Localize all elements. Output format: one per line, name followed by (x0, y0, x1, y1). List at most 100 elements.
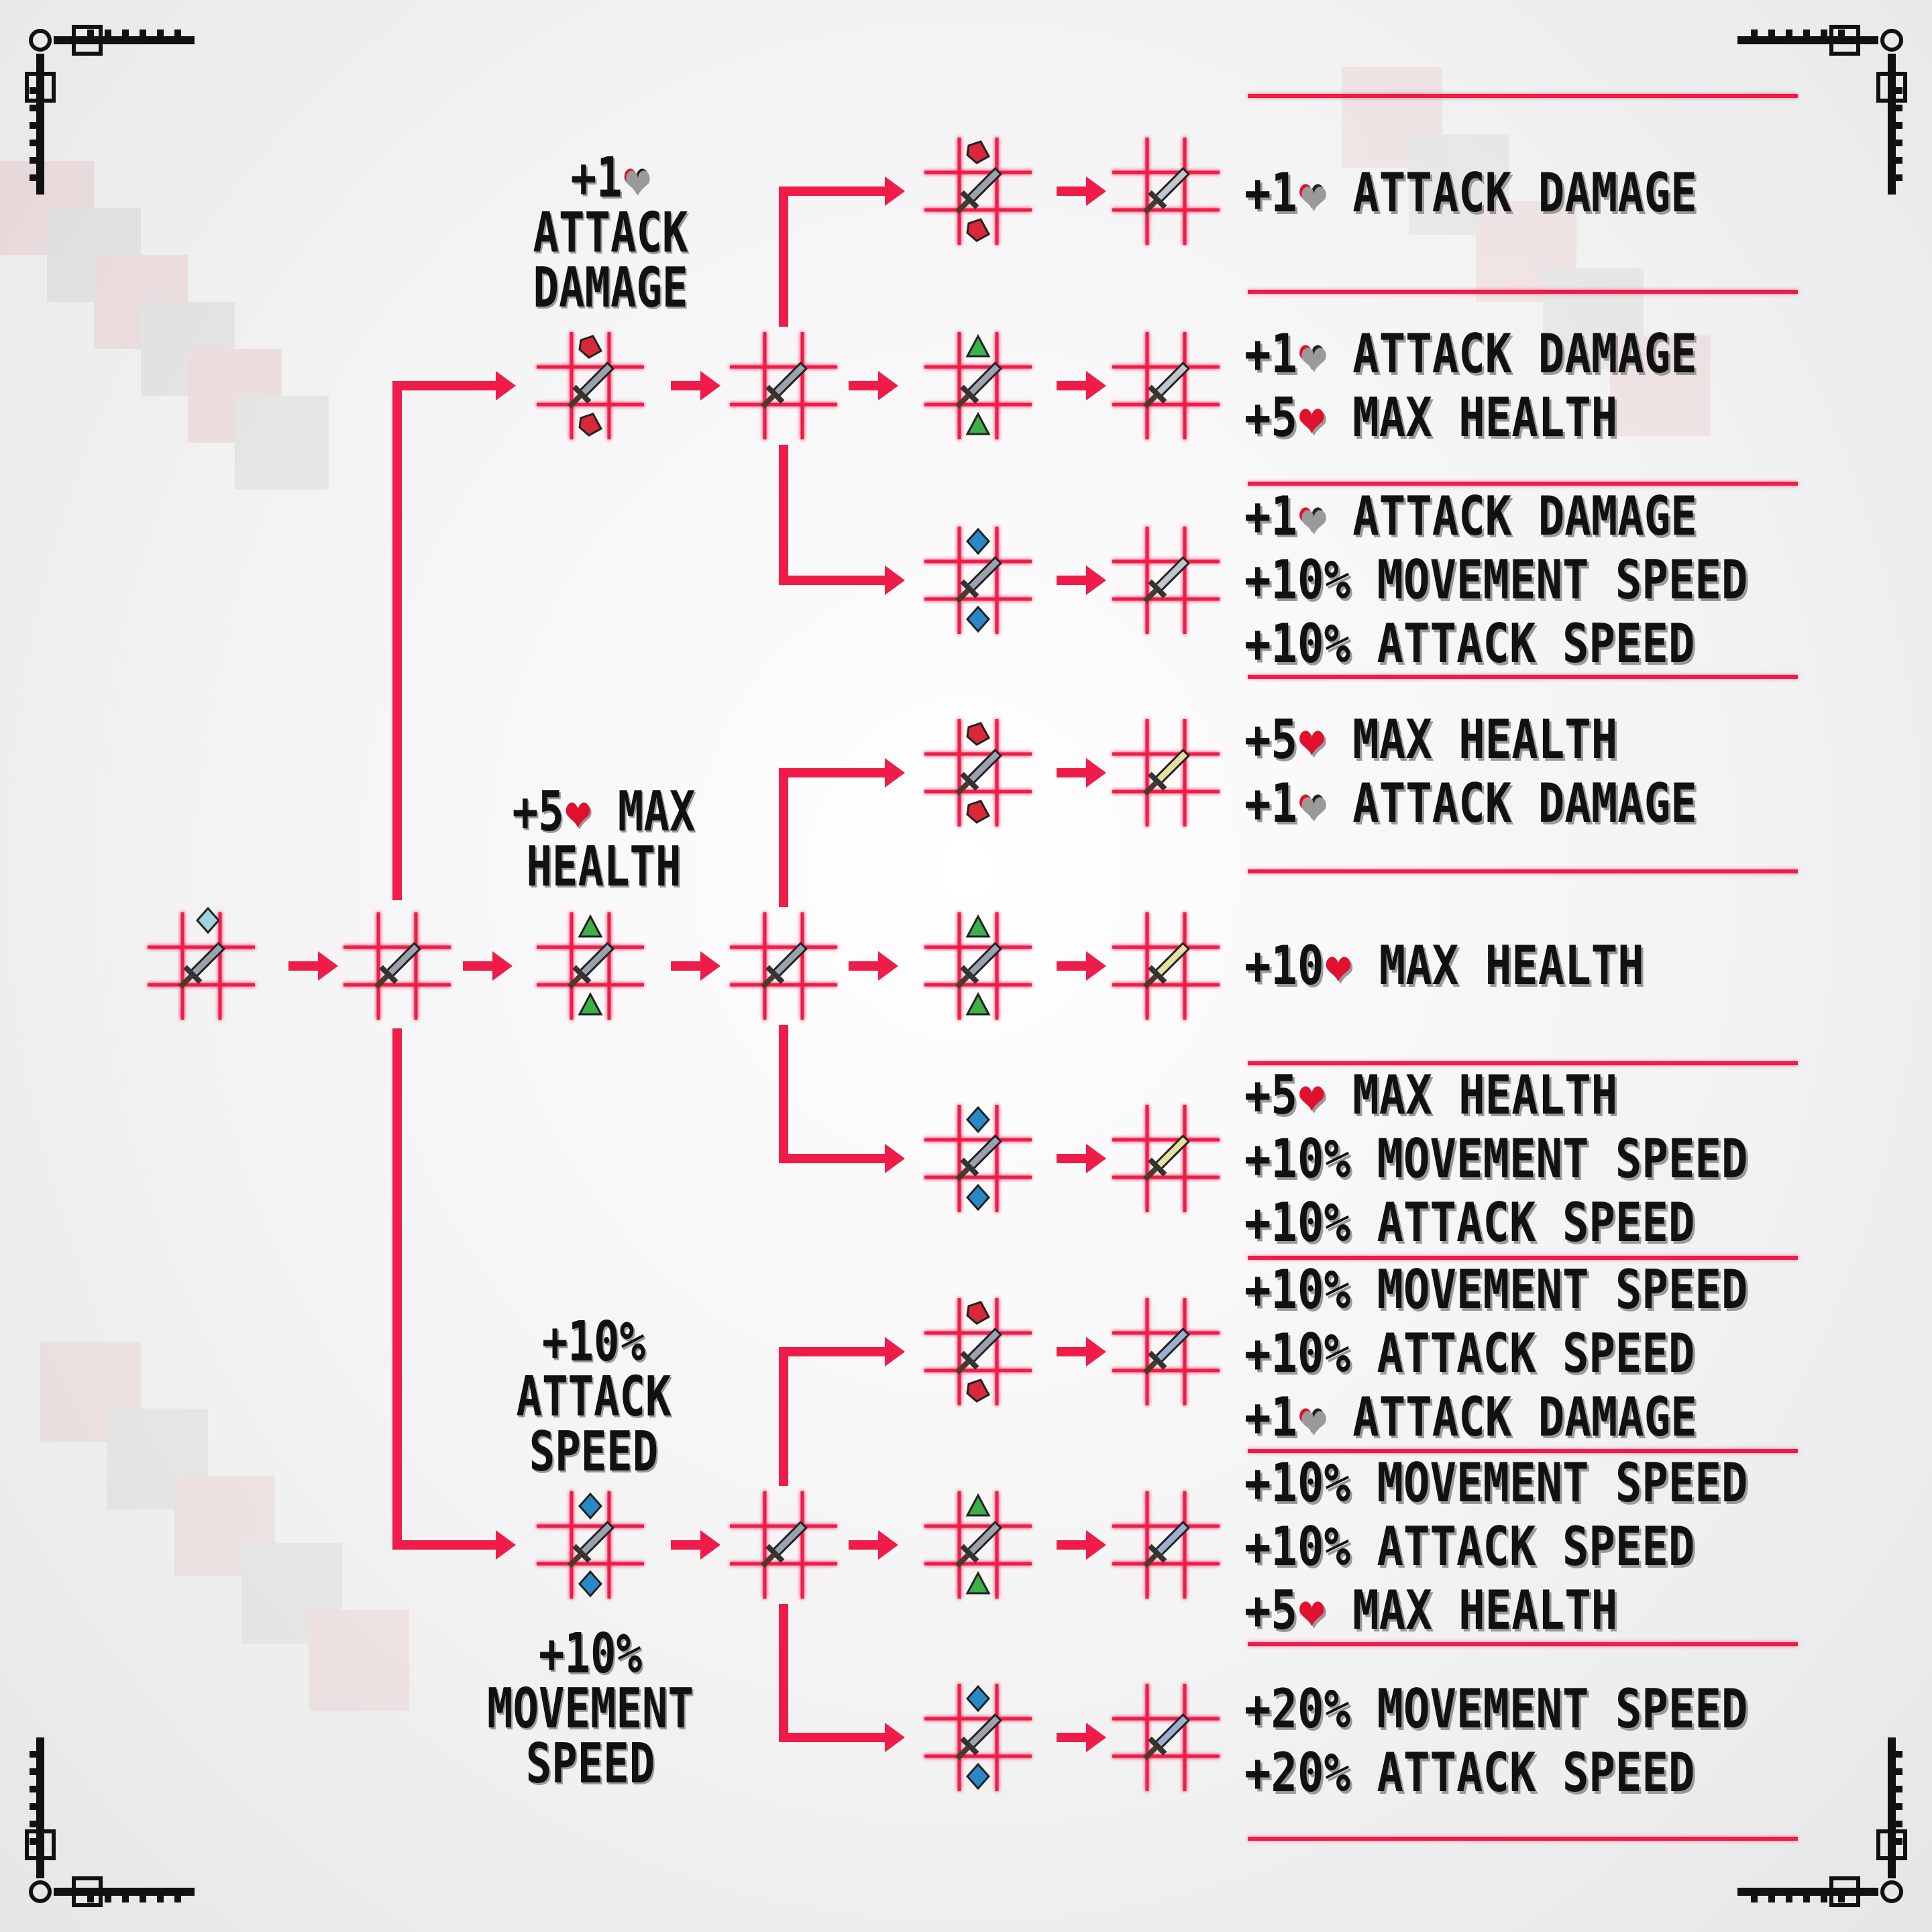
corner-dot (30, 1768, 36, 1775)
arrow-icon (885, 176, 905, 206)
arrow-icon (1086, 1337, 1106, 1366)
background-tile (309, 1610, 409, 1711)
sword-guard (960, 1544, 979, 1563)
heart-icon: ❤ (1298, 322, 1326, 385)
blue-gem-icon (965, 605, 991, 633)
sword-guard (960, 190, 979, 209)
crafting-grid (1112, 138, 1220, 245)
corner-dot (157, 1896, 164, 1902)
arrow-icon (878, 1530, 898, 1560)
background-tile (1342, 67, 1442, 168)
arrow-icon (700, 1530, 720, 1560)
heart-icon: ❤ (1298, 484, 1326, 547)
corner-knot (1829, 25, 1860, 56)
arrow-icon (878, 371, 898, 400)
sword-icon (1143, 361, 1191, 409)
result-block: +1❤ ATTACK DAMAGE +10% MOVEMENT SPEED +1… (1244, 484, 1748, 675)
result-divider (1248, 482, 1798, 486)
arrow-icon (885, 566, 905, 595)
corner-dot (1896, 1768, 1902, 1775)
sword-grip (1143, 1746, 1158, 1760)
arrow-icon (1086, 1723, 1106, 1752)
corner-bar (36, 1737, 44, 1878)
red-gem-icon (966, 218, 991, 242)
sword-grip (568, 974, 582, 989)
corner-dot (1896, 87, 1902, 94)
arrow-icon (885, 1337, 905, 1366)
green-gem-icon (965, 411, 991, 435)
corner-dot (122, 1896, 129, 1902)
sword-icon (568, 361, 615, 409)
arrow-icon (496, 371, 516, 400)
corner-knot (25, 1829, 56, 1860)
red-gem-icon (966, 800, 991, 824)
background-tile (107, 1409, 208, 1509)
sword-icon (955, 1520, 1003, 1568)
corner-bar (1888, 1737, 1896, 1878)
background-tile (1409, 134, 1509, 235)
sword-icon (761, 941, 808, 989)
green-gem-icon (965, 991, 991, 1016)
corner-dot (1821, 1896, 1827, 1902)
crafting-grid (924, 1491, 1032, 1599)
heart-icon: ❤ (1298, 708, 1326, 771)
sword-grip (178, 974, 193, 989)
corner-dot (1896, 140, 1902, 146)
corner-dot (1896, 105, 1902, 111)
sword-grip (761, 974, 775, 989)
background-tile (0, 161, 94, 255)
corner-ring (1880, 1880, 1903, 1903)
corner-knot (1876, 1829, 1907, 1860)
crafting-grid (1112, 1491, 1220, 1599)
arrow-icon (1086, 566, 1106, 595)
sword-icon (955, 1134, 1003, 1181)
arrow-icon (885, 1144, 905, 1173)
crafting-grid (730, 912, 837, 1020)
corner-dot (122, 30, 129, 36)
corner-dot (1896, 122, 1902, 129)
sword-icon (1143, 555, 1191, 603)
background-tile (47, 208, 141, 302)
corner-ornament (1737, 25, 1907, 195)
corner-dot (1838, 1896, 1845, 1902)
result-block: +10❤ MAX HEALTH (1244, 934, 1644, 997)
corner-ornament (1737, 1737, 1907, 1907)
result-divider (1248, 1449, 1798, 1453)
red-gem-icon (966, 140, 991, 164)
result-block: +1❤ ATTACK DAMAGE +5❤ MAX HEALTH (1244, 322, 1697, 449)
sword-guard (1148, 579, 1167, 598)
corner-dot (1786, 1896, 1792, 1902)
result-block: +10% MOVEMENT SPEED +10% ATTACK SPEED +5… (1244, 1451, 1748, 1642)
sword-guard (960, 1736, 979, 1756)
sword-grip (374, 974, 389, 989)
red-gem-icon (966, 1379, 991, 1403)
crafting-grid (1112, 527, 1220, 634)
background-tile (141, 302, 235, 396)
result-divider (1248, 290, 1798, 294)
corner-dot (87, 1896, 94, 1902)
heart-icon: ❤ (1298, 1385, 1326, 1448)
sword-icon (568, 941, 615, 989)
background-tile (241, 1543, 342, 1644)
sword-icon (178, 941, 226, 989)
green-gem-icon (578, 991, 603, 1016)
sword-guard (765, 965, 785, 984)
result-divider (1248, 1061, 1798, 1065)
crafting-grid (537, 912, 644, 1020)
arrow-icon (1086, 371, 1106, 400)
sword-icon (1143, 941, 1191, 989)
crafting-grid (1112, 1298, 1220, 1405)
corner-dot (1896, 1786, 1902, 1792)
blue-gem-icon (965, 1684, 991, 1713)
arrow-icon (496, 1530, 516, 1560)
crafting-grid (730, 332, 837, 439)
corner-bar (54, 36, 195, 44)
arrow-icon (700, 951, 720, 981)
result-block: +10% MOVEMENT SPEED +10% ATTACK SPEED +1… (1244, 1258, 1748, 1448)
corner-dot (1838, 30, 1845, 36)
arrow-icon (885, 758, 905, 788)
sword-guard (379, 965, 398, 984)
sword-icon (955, 1713, 1003, 1760)
green-gem-icon (965, 1493, 991, 1517)
